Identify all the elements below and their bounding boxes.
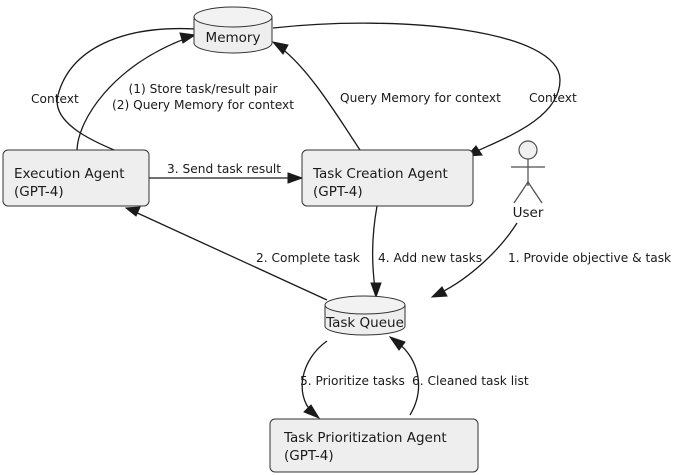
task-creation-agent-label-line2: (GPT-4): [313, 184, 363, 200]
edge-memory-to-task-creation-agent: [272, 22, 561, 157]
edge-label-send-task-result: 3. Send task result: [167, 162, 281, 176]
node-memory[interactable]: Memory: [193, 6, 273, 54]
arrow-head-send-task-result: [287, 172, 304, 184]
user-label: User: [513, 205, 544, 221]
user-head-icon: [518, 140, 538, 160]
edge-label-context-left: Context: [31, 92, 79, 106]
edge-task-creation-to-memory-path: [280, 47, 361, 151]
edge-memory-to-execution-path: [56, 27, 197, 158]
execution-agent-box: [2, 149, 150, 207]
edge-cleaned-task-list-path: [396, 341, 420, 416]
user-right-leg-line: [527, 181, 543, 204]
edge-user-to-task-queue: [430, 222, 518, 298]
arrow-head-add-new-tasks: [370, 282, 382, 299]
execution-agent-label-line2: (GPT-4): [14, 184, 64, 200]
arrow-head-prioritize-tasks: [303, 404, 321, 420]
edge-label-query-memory-for-context-left: (2) Query Memory for context: [112, 98, 294, 112]
edge-memory-to-task-creation-path: [272, 22, 561, 153]
node-task-creation-agent[interactable]: Task Creation Agent (GPT-4): [301, 149, 474, 207]
edge-label-provide-objective-task: 1. Provide objective & task: [508, 251, 672, 265]
task-queue-cylinder-top: [324, 295, 406, 315]
task-creation-agent-box: [301, 149, 474, 207]
edge-label-complete-task: 2. Complete task: [256, 251, 361, 265]
edge-label-prioritize-tasks: 5. Prioritize tasks: [300, 374, 405, 388]
edge-task-creation-agent-to-task-queue: [370, 205, 382, 299]
arrow-head-cleaned-task-list: [388, 336, 406, 351]
arrow-head-complete-task: [124, 206, 141, 217]
task-prioritization-agent-label-line1: Task Prioritization Agent: [283, 430, 447, 446]
edge-label-add-new-tasks: 4. Add new tasks: [378, 251, 482, 265]
edge-task-prioritization-agent-to-task-queue: [388, 336, 420, 416]
node-task-prioritization-agent[interactable]: Task Prioritization Agent (GPT-4): [269, 418, 479, 473]
edge-execution-to-memory-path: [76, 37, 188, 151]
task-prioritization-agent-label-line2: (GPT-4): [284, 448, 334, 464]
memory-cylinder-top: [193, 6, 273, 28]
edge-execution-agent-to-memory: [76, 32, 197, 151]
edge-complete-task-path: [132, 210, 328, 301]
task-creation-agent-label-line1: Task Creation Agent: [312, 166, 448, 182]
edge-label-cleaned-task-list: 6. Cleaned task list: [412, 374, 529, 388]
arrow-head-provide-objective: [430, 286, 448, 298]
edge-label-store-task-result-pair: (1) Store task/result pair: [129, 82, 279, 96]
node-execution-agent[interactable]: Execution Agent (GPT-4): [2, 149, 150, 207]
memory-label: Memory: [206, 30, 261, 46]
arrow-head-to-memory-right: [271, 41, 289, 55]
arrow-head-to-memory-left: [179, 32, 197, 44]
task-queue-label: Task Queue: [325, 315, 404, 331]
node-task-queue[interactable]: Task Queue: [324, 295, 406, 336]
execution-agent-label-line1: Execution Agent: [14, 166, 125, 182]
edge-task-creation-agent-to-memory: [271, 41, 361, 151]
edge-label-context-right: Context: [529, 91, 577, 105]
node-user-actor[interactable]: User: [511, 140, 545, 221]
edge-add-new-tasks-path: [371, 205, 378, 290]
task-prioritization-agent-box: [269, 418, 479, 473]
edge-prioritize-tasks-path: [301, 340, 328, 413]
edge-task-queue-to-task-prioritization-agent: [301, 340, 328, 420]
edge-provide-objective-path: [439, 222, 518, 294]
edge-label-query-memory-for-context-right: Query Memory for context: [340, 91, 501, 105]
user-left-leg-line: [513, 181, 529, 204]
edge-task-queue-to-execution-agent: [124, 206, 328, 301]
edge-execution-agent-to-task-creation-agent: [149, 172, 304, 184]
